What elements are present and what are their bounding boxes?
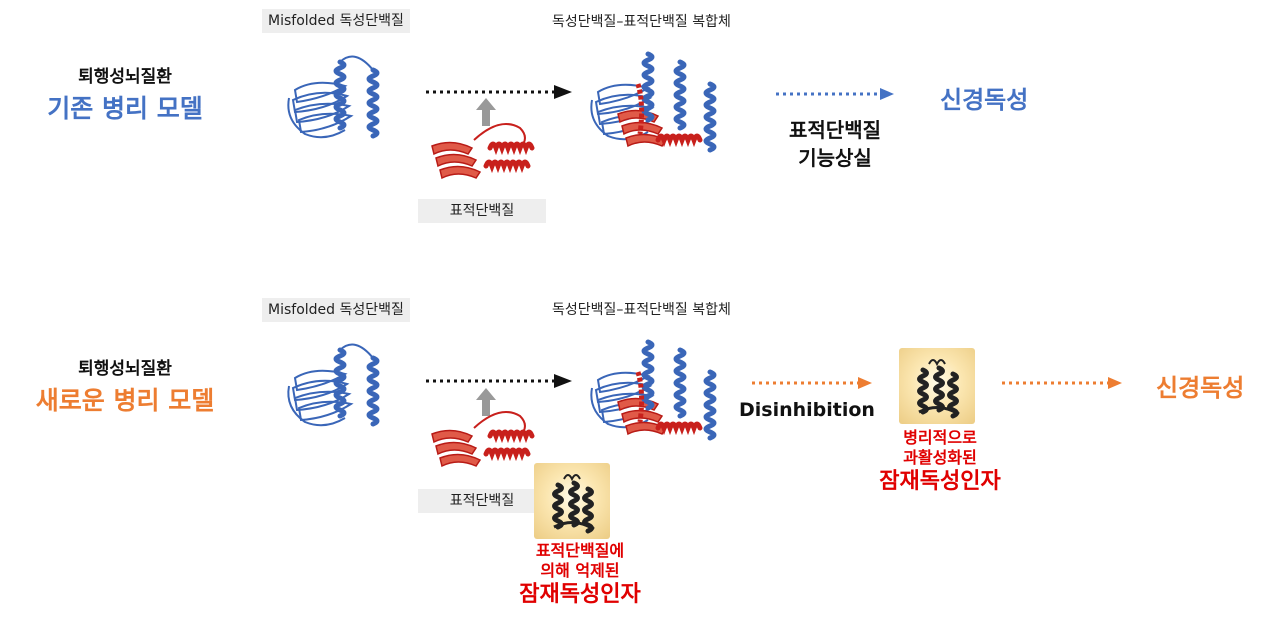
existing-model-title: 퇴행성뇌질환 기존 병리 모델 (20, 62, 230, 125)
complex-protein-top (590, 44, 728, 164)
bind-arrow-bottom (426, 374, 572, 388)
suppressed-caption-big: 잠재독성인자 (519, 582, 641, 607)
target-label-top: 표적단백질 (418, 199, 546, 223)
loss-of-function-label: 표적단백질 기능상실 (765, 116, 905, 172)
activated-caption-big: 잠재독성인자 (879, 469, 1001, 494)
target-protein-bottom (431, 411, 550, 467)
new-model-name: 새로운 병리 모델 (35, 386, 215, 415)
misfolded-label-top: Misfolded 독성단백질 (262, 9, 410, 33)
bind-arrow-top (426, 85, 572, 99)
target-up-arrow-bottom (476, 388, 496, 416)
complex-protein-bottom (590, 332, 728, 452)
suppressed-factor-image (534, 463, 610, 539)
misfolded-label-bottom: Misfolded 독성단백질 (262, 298, 410, 322)
new-model-title: 퇴행성뇌질환 새로운 병리 모델 (20, 354, 230, 417)
suppressed-factor-caption: 표적단백질에 의해 억제된 잠재독성인자 (470, 541, 690, 607)
disinhibition-arrow (752, 377, 872, 389)
misfolded-protein-bottom (287, 343, 395, 438)
neurotoxicity-bottom: 신경독성 (1156, 374, 1245, 402)
target-protein-top (431, 123, 550, 179)
activated-caption-line2: 과활성화된 (903, 448, 977, 467)
existing-model-subtitle: 퇴행성뇌질환 (78, 67, 172, 87)
suppressed-caption-line1: 표적단백질에 (535, 541, 625, 560)
target-label-bottom: 표적단백질 (418, 489, 546, 513)
loss-of-function-line2: 기능상실 (798, 146, 872, 170)
activated-caption-line1: 병리적으로 (903, 428, 977, 447)
latent-toxic-protein-icon (544, 474, 595, 535)
complex-label-bottom: 독성단백질–표적단백질 복합체 (552, 302, 731, 318)
new-model-subtitle: 퇴행성뇌질환 (78, 359, 172, 379)
existing-model-name: 기존 병리 모델 (47, 94, 203, 123)
complex-label-top: 독성단백질–표적단백질 복합체 (552, 14, 731, 30)
outcome-arrow-top (776, 88, 894, 100)
activated-factor-image (899, 348, 975, 424)
loss-of-function-line1: 표적단백질 (789, 118, 881, 142)
neurotoxicity-top: 신경독성 (940, 86, 1029, 114)
activated-factor-caption: 병리적으로 과활성화된 잠재독성인자 (830, 428, 1050, 494)
disinhibition-label: Disinhibition (739, 399, 875, 421)
outcome-arrow-bottom (1002, 377, 1122, 389)
activated-toxic-protein-icon (909, 359, 960, 420)
misfolded-protein-top (287, 55, 395, 150)
suppressed-caption-line2: 의해 억제된 (540, 561, 620, 580)
target-up-arrow-top (476, 98, 496, 126)
